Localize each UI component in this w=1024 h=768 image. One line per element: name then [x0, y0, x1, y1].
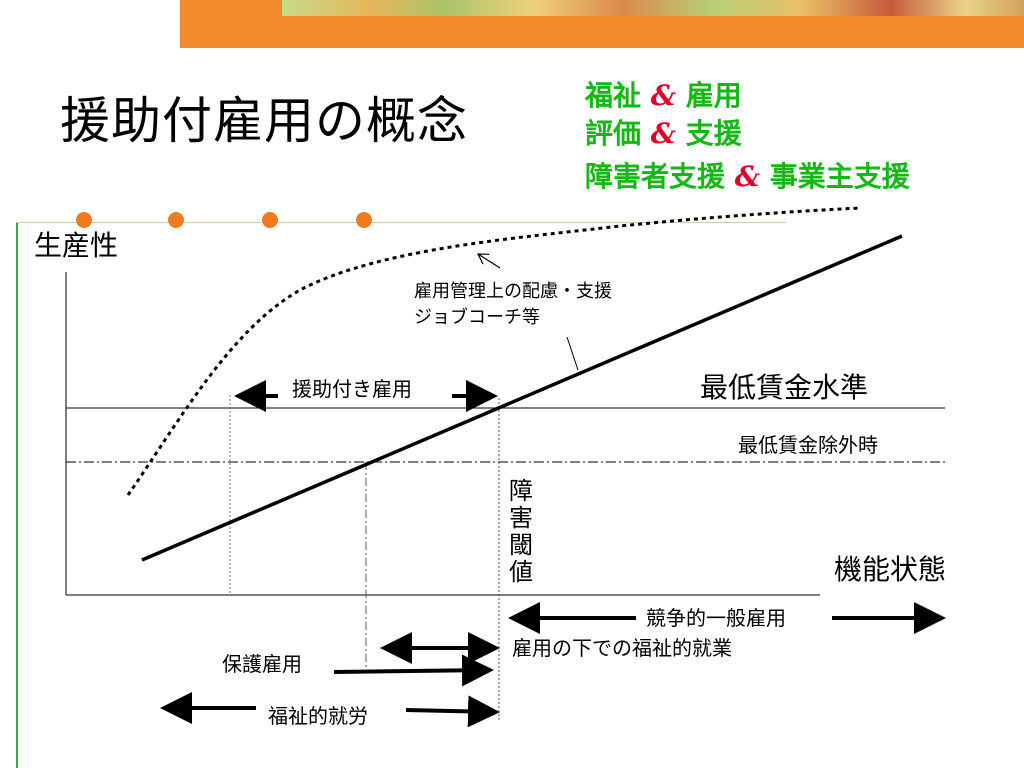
sheltered-employment-label: 保護雇用: [222, 652, 302, 676]
y-axis-label: 生産性: [30, 232, 123, 260]
supported-productivity-curve: [126, 206, 861, 496]
concept-3-amp: &: [734, 160, 761, 193]
bullet-dot: [76, 212, 92, 228]
disability-threshold-label: 障 害 閾 値: [508, 478, 534, 586]
concept-line-1: 福祉 & 雇用: [585, 82, 742, 110]
bullet-dot: [262, 212, 278, 228]
top-divider: [16, 222, 786, 223]
threshold-char: 閾: [509, 531, 533, 559]
welfare-labor-label: 福祉的就労: [268, 704, 368, 728]
concept-1-amp: &: [650, 79, 677, 112]
note-pointer-arrow: [478, 254, 501, 269]
concept-2-b: 支援: [685, 117, 742, 150]
support-note-line-2: ジョブコーチ等: [414, 307, 540, 328]
threshold-char: 害: [509, 504, 533, 532]
bullet-dot: [168, 212, 184, 228]
concept-2-amp: &: [650, 117, 677, 150]
left-accent-bar: [16, 222, 18, 768]
concept-2-a: 評価: [585, 117, 642, 150]
concept-3-b: 事業主支援: [769, 160, 910, 193]
min-wage-exempt-label: 最低賃金除外時: [734, 435, 882, 455]
min-wage-label: 最低賃金水準: [700, 371, 869, 404]
sheltered-arrow: [333, 654, 494, 687]
bullet-dot: [356, 212, 372, 228]
support-note-line-1: 雇用管理上の配慮・支援: [414, 281, 612, 302]
competitive-employment-label: 競争的一般雇用: [646, 606, 786, 630]
threshold-char: 障: [509, 477, 533, 505]
page-title: 援助付雇用の概念: [60, 92, 468, 150]
concept-line-3: 障害者支援 & 事業主支援: [585, 163, 910, 191]
concept-3-a: 障害者支援: [585, 160, 726, 193]
welfare-labor-arrow-right: [405, 695, 500, 728]
concept-1-b: 雇用: [685, 79, 742, 112]
concept-line-2: 評価 & 支援: [585, 120, 742, 148]
header-photo-strip: [282, 0, 1024, 16]
x-axis-label: 機能状態: [834, 553, 947, 586]
note-pointer-line: [566, 336, 579, 371]
productivity-line: [141, 234, 903, 562]
welfare-employment-label: 雇用の下での福祉的就業: [512, 636, 732, 660]
concept-1-a: 福祉: [585, 79, 642, 112]
threshold-char: 値: [509, 558, 533, 586]
supported-employment-label: 援助付き雇用: [292, 377, 412, 401]
